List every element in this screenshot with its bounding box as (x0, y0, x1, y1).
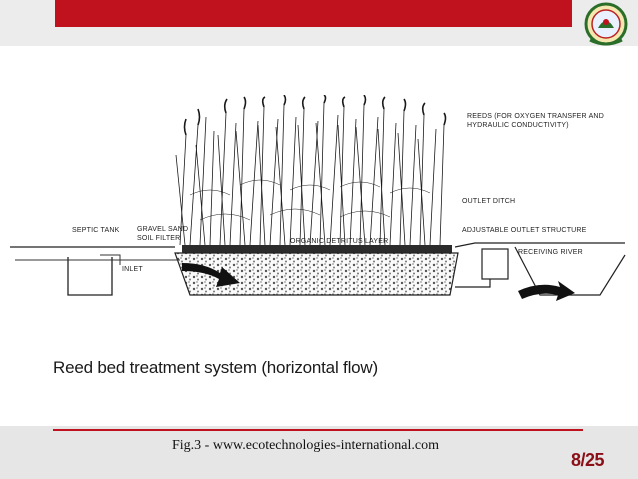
label-gravel-sand: GRAVEL SAND (137, 226, 188, 233)
reeds-group (175, 95, 447, 246)
label-outlet-ditch: OUTLET DITCH (462, 198, 515, 205)
ground-line-right (454, 242, 625, 248)
organic-layer-band (182, 245, 452, 253)
footer-bar (0, 426, 638, 479)
label-septic-tank: SEPTIC TANK (72, 227, 120, 234)
outlet-pipe (455, 279, 491, 288)
figure-source: Fig.3 - www.ecotechnologies-internationa… (172, 438, 439, 453)
university-emblem-icon (584, 2, 628, 46)
label-reeds-2: HYDRAULIC CONDUCTIVITY) (467, 122, 569, 129)
label-adjustable-outlet: ADJUSTABLE OUTLET STRUCTURE (462, 227, 587, 234)
header-accent-bar (55, 0, 572, 27)
page-number: 8/25 (571, 450, 605, 470)
label-receiving-river: RECEIVING RIVER (518, 249, 583, 256)
septic-tank (67, 257, 113, 296)
label-soil-filter: SOIL FILTER (137, 235, 180, 242)
adjustable-outlet-structure (481, 248, 509, 280)
footer-accent-line (53, 429, 583, 431)
label-organic-layer: ORGANIC DETRITUS LAYER (290, 238, 388, 245)
reed-bed-diagram: REEDS (FOR OXYGEN TRANSFER AND HYDRAULIC… (10, 95, 626, 301)
label-reeds: REEDS (FOR OXYGEN TRANSFER AND (467, 113, 604, 120)
gravel-bed (174, 252, 459, 296)
figure-caption: Reed bed treatment system (horizontal fl… (53, 358, 378, 377)
label-inlet: INLET (122, 266, 143, 273)
inflow-arrow (182, 263, 240, 287)
outflow-arrow (518, 281, 575, 301)
